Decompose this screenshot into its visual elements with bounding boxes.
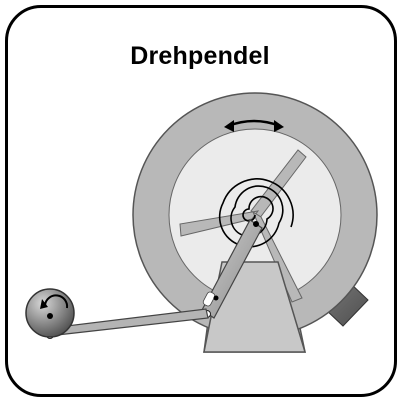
wheel-spokes	[179, 149, 307, 303]
rotation-arrow-icon	[40, 294, 69, 309]
double-arrow-icon	[224, 119, 284, 132]
pendulum-arm	[201, 219, 263, 319]
drive-ball	[25, 288, 75, 338]
spiral-spring	[218, 178, 294, 248]
diagram-title: Drehpendel	[130, 42, 270, 70]
